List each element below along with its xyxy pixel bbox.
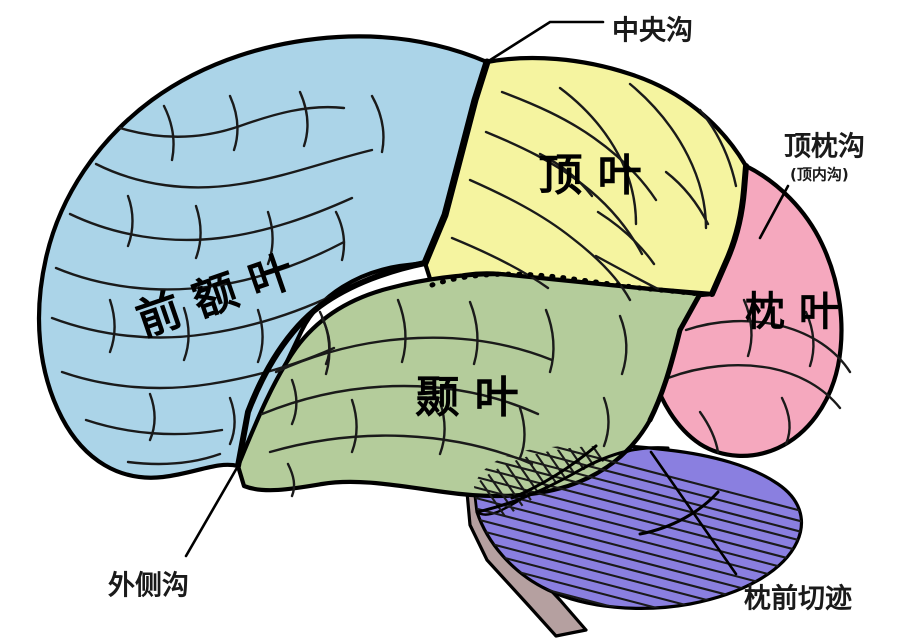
label-parietal: 顶 叶 [538,150,641,201]
central-sulcus-line [421,58,491,267]
cerebellum-folds [475,444,720,536]
sulci-lines [50,82,852,498]
callout-parieto-occipital-sulcus: 顶枕沟 [784,132,865,163]
leader-preoccipital-notch [649,450,738,576]
occipital-temporal-boundary [647,291,703,423]
parietal-temporal-dotted-boundary [429,271,703,297]
callout-labels: 中央沟 顶枕沟 (顶内沟) 外侧沟 枕前切迹 [108,16,865,615]
region-fills [36,34,844,638]
label-occipital: 枕 叶 [745,289,839,335]
callout-lateral-sulcus: 外侧沟 [108,571,189,602]
region-prefrontal[interactable] [36,34,490,480]
leader-parieto-occipital [758,184,790,240]
callout-parieto-occipital-sulcus-sub: (顶内沟) [790,166,849,184]
leader-central-sulcus [485,20,605,64]
lateral-sulcus-line [235,260,428,469]
callout-preoccipital-notch: 枕前切迹 [744,583,852,615]
callout-leader-lines [184,20,790,576]
parieto-occipital-sulcus-line [709,163,749,297]
leader-lateral-sulcus [184,464,240,558]
callout-central-sulcus: 中央沟 [612,16,693,47]
label-temporal: 颞 叶 [415,372,518,423]
